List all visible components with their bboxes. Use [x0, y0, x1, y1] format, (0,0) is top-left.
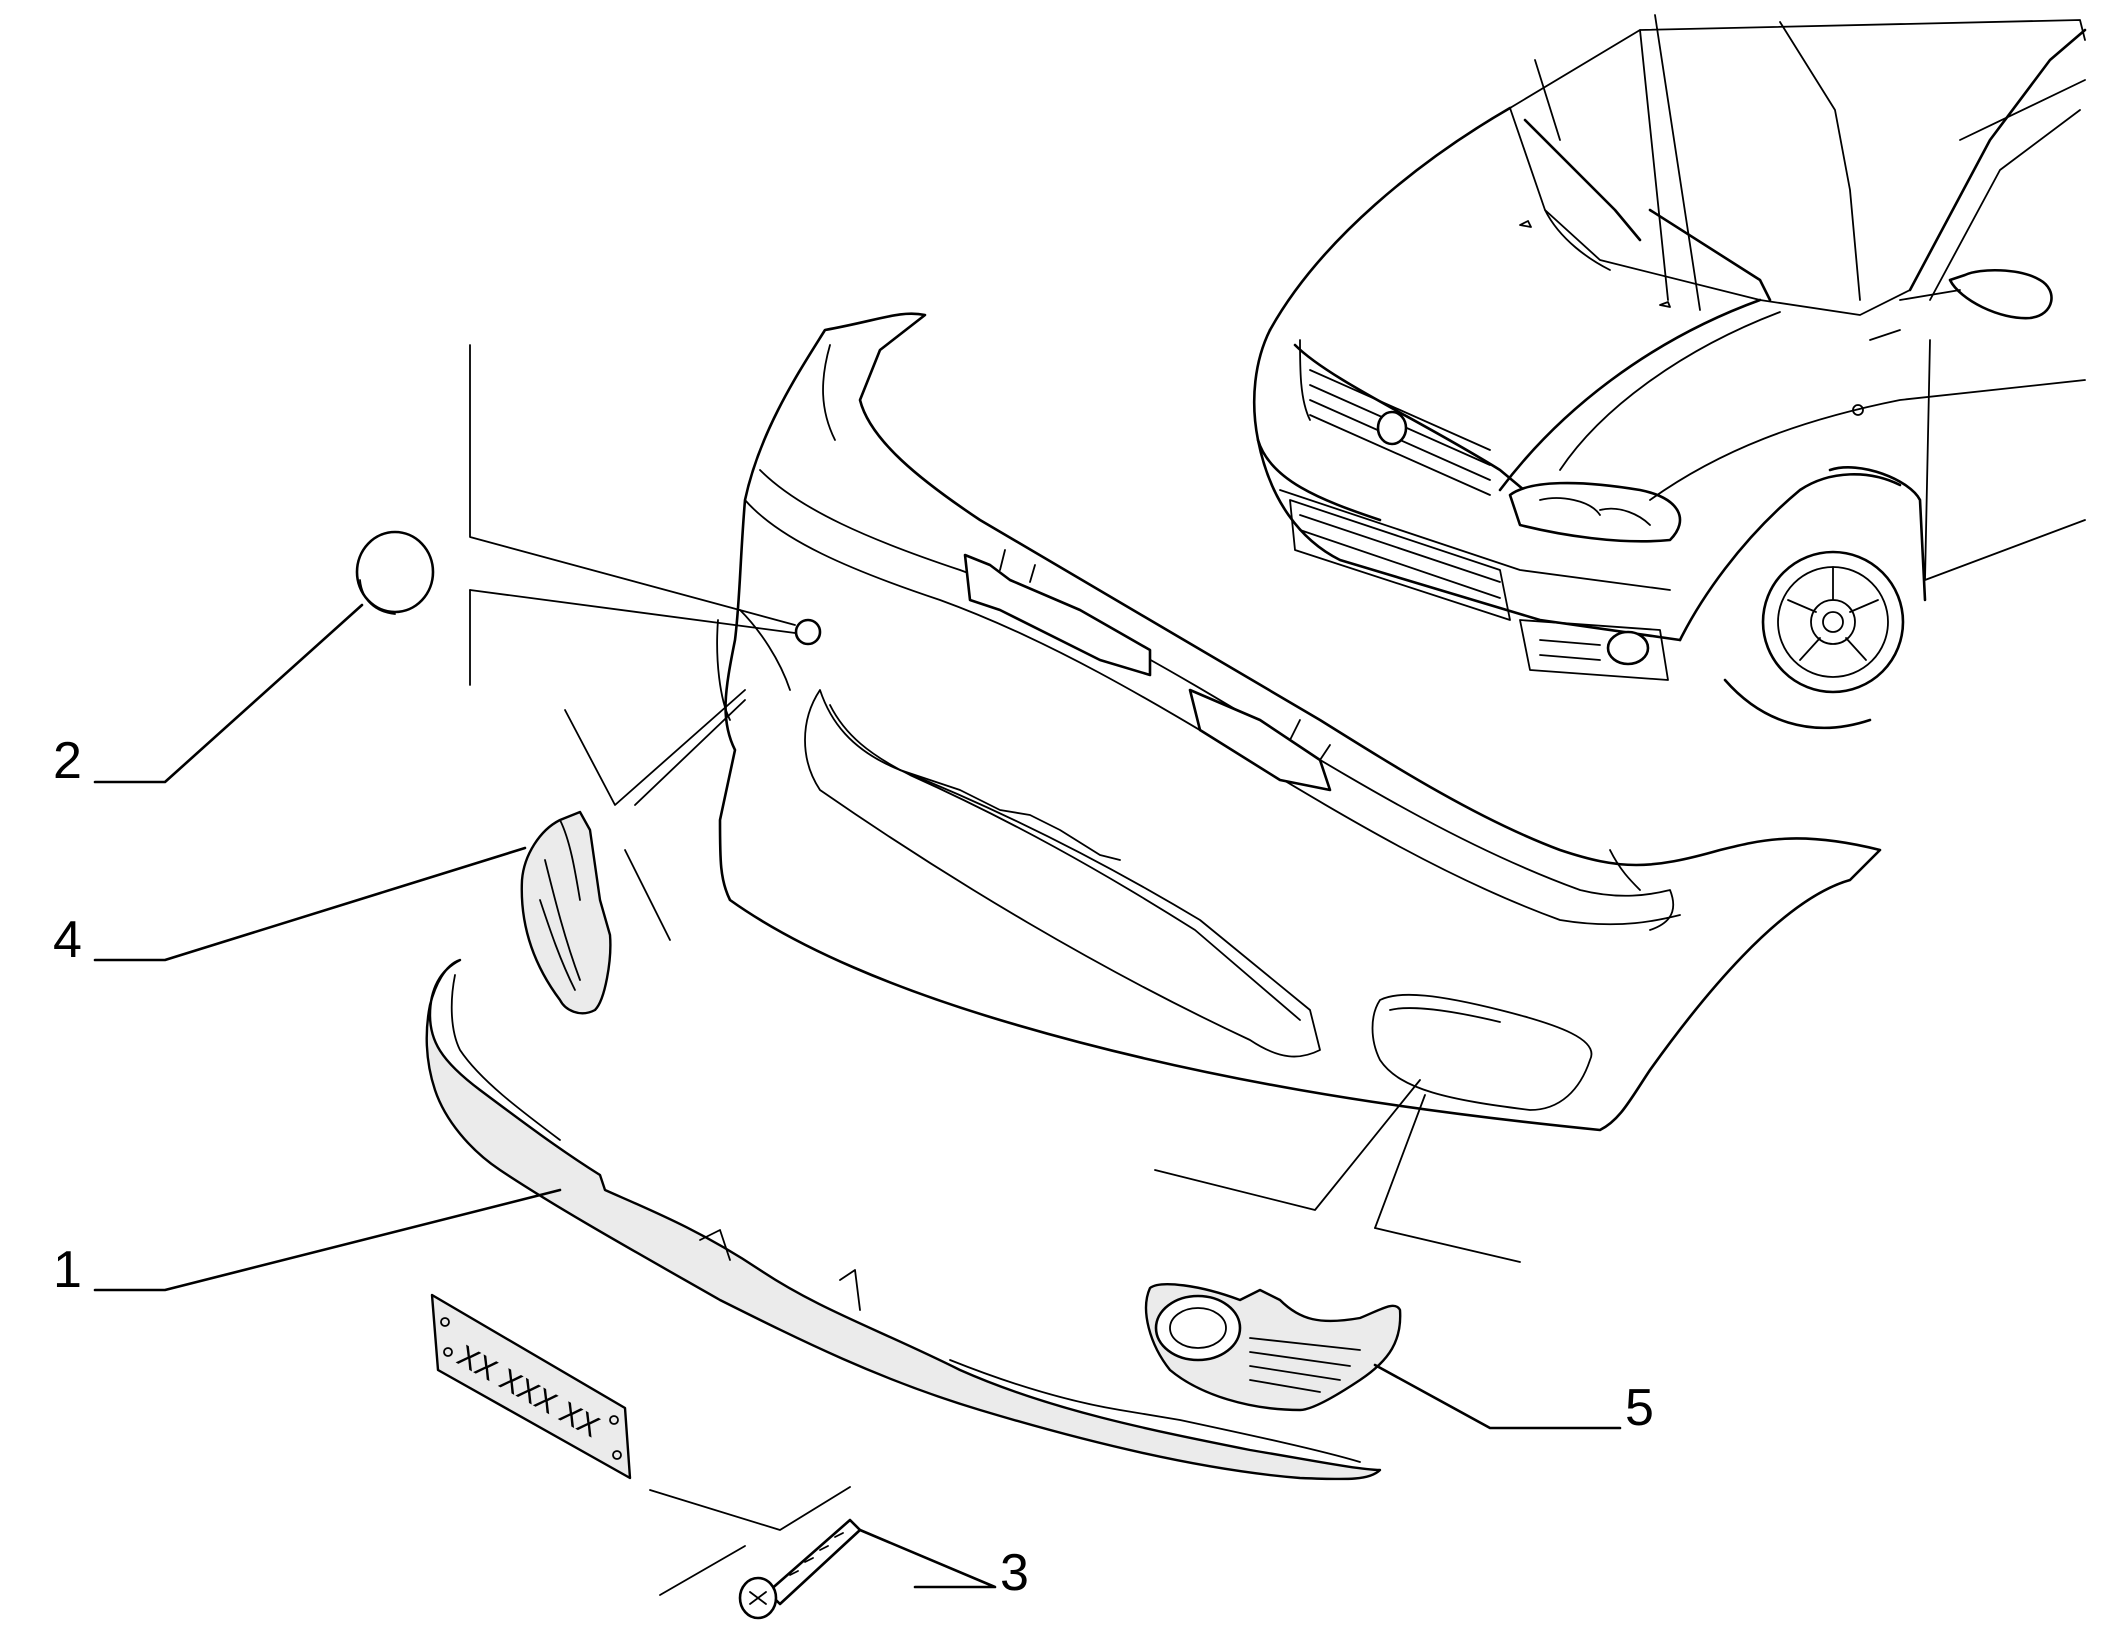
callout-3: 3 — [1000, 1544, 1029, 1602]
right-fog-grille-part-5 — [1144, 1283, 1402, 1412]
callout-2: 2 — [53, 732, 82, 790]
front-bumper-cover — [716, 312, 1882, 1132]
leader-lines — [93, 344, 1622, 1596]
left-corner-grille-part-4 — [520, 810, 612, 1015]
lower-spoiler-part-1 — [425, 958, 1382, 1481]
callout-5: 5 — [1625, 1379, 1654, 1437]
screw-part-3 — [738, 1518, 862, 1620]
license-plate: XX XXX XX — [430, 1293, 632, 1480]
callout-4: 4 — [53, 911, 82, 969]
callout-1: 1 — [53, 1241, 82, 1299]
car-illustration — [1252, 14, 2087, 730]
tow-hook-cap-part-2 — [355, 530, 435, 615]
callout-numbers: 2 4 1 3 5 — [53, 732, 1654, 1602]
